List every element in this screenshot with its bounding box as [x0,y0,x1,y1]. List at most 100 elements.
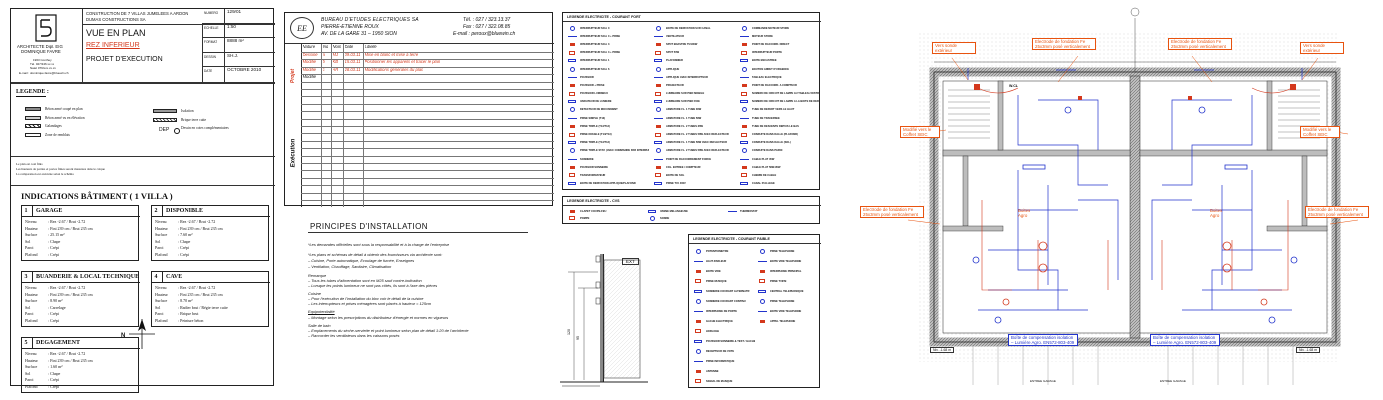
indications-heading: INDICATIONS BÂTIMENT ( 1 VILLA ) [21,191,173,201]
legend-caption: NUMERO DE CIRCUIT DE LAMPE AU TABLEAU DI… [752,92,819,96]
legend-caption: BOITE ENCASTREE [752,59,777,63]
phase-title: PROJET D'EXECUTION [86,56,163,63]
revision-cell: Modifié [302,60,317,65]
revision-row-line [301,81,554,83]
legende-cvs-heading: LEGENDE ELECTRICITE - CVS [567,199,620,203]
revision-cell: 09.03.11 [344,53,361,57]
legend-caption: PRISE TELEPHONE [770,249,795,253]
legende-cvs: LEGENDE ELECTRICITE - CVS CLAPET COUPE-F… [562,196,821,224]
legend-symbol-icon [653,107,663,113]
legend-item: Zone de remblais [25,131,85,140]
legend-caption: APPLIQUE AVEC INTERRUPTEUR [666,75,708,79]
legend-caption: APPLIQUE [666,67,680,71]
level-right: Niv. -1.68 m [1296,347,1321,353]
legend-caption: ARMATURE FL. 2 TUBES 58W AVEC REFLECTEUR [666,149,729,153]
legend-caption: TUBE DE DEPART VERS LE HAUT [752,108,795,112]
principes-item: – Tous les tubes d'alimentation sont en … [308,278,422,284]
legende-fort: LEGENDE ELECTRICITE - COURANT FORT INTER… [562,12,821,190]
legend-row: POTENTIOMETRE [693,246,755,256]
room-attr-value: : 7.60 m² [178,232,193,238]
legend-caption: CHEMIN DE CABLE [752,173,777,177]
legend-caption: PRISE T15 400V [666,182,686,186]
legend-glyph-icon [739,117,749,119]
legend-caption: PRISE SIMPLE (T13) [580,116,606,120]
legend-row: VANNE MELANGEUSE [647,208,725,214]
room-attr-label: Niveau [155,219,167,224]
legend-glyph-icon [695,279,701,283]
legend-caption: CABLE PLAT 58W-95W [752,165,781,169]
legend-caption: VENTILATEUR [666,34,684,38]
principes-item: – Les interrupteurs et prises ménagères … [308,301,432,307]
room-attr-value: : Carrelage [48,304,66,310]
legend-caption: BOITE DE DERIVATION SUR CANAL [666,26,711,30]
legend-label: Dessin en cotes complémentaires [181,126,229,131]
legend-row: SONNERIE [567,155,649,163]
legend-row: POUSSOIR LUMINEUX [567,90,649,98]
ext-door-detail [560,254,648,387]
room-attr-label: Plafond [155,318,168,323]
legend-glyph-icon [568,59,576,63]
room-attr-value: : 1.60 m² [48,364,63,370]
room-number-divider [162,206,163,216]
principes-body: *Les demandes officielles sont sous la r… [308,242,533,338]
legend-row: ANTENNE [693,366,755,376]
revision-row-line [301,103,554,105]
room-header-divider [152,216,270,217]
room-attr-label: Hauteur [25,357,38,363]
legend-symbol-icon [739,173,749,178]
architect-mobile: Natel 079/xxx.xx.xx [30,66,56,70]
room-number-divider [32,338,33,348]
legend-symbol-icon [739,132,749,137]
legend-glyph-icon [741,25,747,31]
room-attr-label: Niveau [25,351,37,356]
legend-symbol-icon [567,157,577,161]
legend-row: CANAL D'ALLEGE [739,180,819,188]
legend-caption: ANTENNE [706,369,719,373]
legend-row: PRISE MUSIQUE [693,276,755,286]
revision-cell: b [322,60,325,65]
legend-caption: THERMOSTAT [740,209,758,213]
annot-boites-left: Boites Agro [1018,208,1031,218]
legend-symbol-icon [653,182,663,186]
ext-dim-2: 95 [576,336,580,340]
legend-caption: BOUTON ARRET D'URGENCE [752,67,789,71]
principes-item: – Pour l'exécution de l'installation du … [308,296,424,302]
legend-glyph-icon [569,66,575,72]
legend-symbol-icon [567,59,577,63]
room-header-divider [152,282,270,283]
room-attr-value: : Rez -2.67 / Brut -2.72 [48,285,86,290]
legend-glyph-icon [569,25,575,31]
legend-row: ARMATURE FL. 1 TUBE 58W [653,114,735,122]
bureau-name: BUREAU D'ETUDES ELECTRIQUES SA [321,17,419,23]
legend-glyph-icon [655,42,661,46]
room-attr-label: Sol [155,304,161,310]
room-attr-value: : Chape [48,238,61,244]
field-value: SH.J. [227,53,239,58]
room-attr-label: Hauteur [25,291,38,297]
legend-caption: INTERRUPTEUR SCH. 3 + PRISE [580,51,621,55]
legend-row: BOITE VIDE TELEPHONE [757,256,819,266]
revision-header-cell: Ind [322,45,329,49]
revision-cell: c [322,67,325,72]
principes-section-title: Equipotentialité [308,309,335,315]
legend-glyph-icon [569,107,575,113]
principes-item: – Montage selon les prescriptions du dis… [308,314,449,320]
revision-header-cell: Nom [332,45,342,49]
room-number: 2 [154,207,158,214]
revision-row-line [301,185,554,187]
legend-caption: POINT DE RACCORD. A COMPTEUR [752,83,797,87]
legend-caption: POMPE [580,216,590,220]
legend-row: NUMERO DE CIRCUIT DE LAMPE AU TABLEAU DI… [739,90,819,98]
legend-symbol-icon [739,148,749,154]
legende-faible-heading: LEGENDE ELECTRICITE - COURANT FAIBLE [693,237,770,241]
legend-symbol-icon [757,309,767,313]
principes-section-title: Cuisine [308,291,321,297]
legend-symbol-icon [653,157,663,161]
legend-row: COL. ENTREE / COMPTEUR [653,163,735,171]
legend-symbol-icon [739,100,749,104]
legend-symbol-icon [567,148,577,154]
legend-row: PRISE DOUBLE (T13/T13) [567,130,649,138]
room-attr-value: : Rez -2.67 / Brut -2.72 [178,285,216,290]
